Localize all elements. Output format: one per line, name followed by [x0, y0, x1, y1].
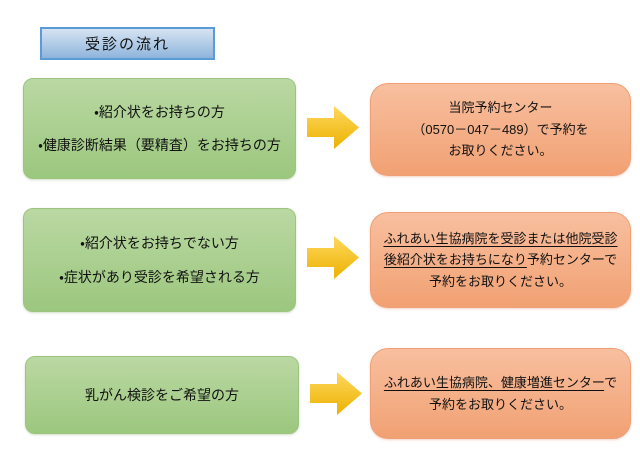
right-arrow-icon — [307, 104, 359, 151]
result-text-segment: 後紹介状をお持ちになり — [383, 252, 527, 268]
result-text-segment: 当院予約センター — [448, 100, 553, 116]
result-line: 予約をお取りください。 — [429, 271, 572, 293]
condition-line: ・紹介状をお持ちでない方 — [80, 235, 239, 251]
condition-box-breast-cancer-screening: 乳がん検診をご希望の方 — [25, 356, 299, 434]
result-line: 当院予約センター — [448, 97, 552, 119]
page-title: 受診の流れ — [40, 27, 215, 60]
condition-line: 乳がん検診をご希望の方 — [85, 387, 239, 403]
result-line: ふれあい生協病院、健康増進センターで — [384, 372, 617, 394]
result-text-segment: 予約センターで — [526, 252, 618, 268]
result-text-segment: ふれあい生協病院を受診または他院受診 — [383, 230, 618, 246]
result-text-segment: （0570－047－489）で予約を — [412, 121, 589, 137]
result-text-segment: お取りください。 — [448, 143, 553, 159]
condition-box-no-referral: ・紹介状をお持ちでない方 ・症状があり受診を希望される方 — [23, 208, 296, 312]
result-text-segment: ふれあい生協病院、健康増進センター — [383, 375, 605, 390]
result-line: 予約をお取りください。 — [429, 394, 572, 416]
right-arrow-icon — [307, 234, 359, 281]
condition-line: ・健康診断結果（要精査）をお持ちの方 — [38, 137, 281, 153]
result-line: （0570－047－489）で予約を — [412, 119, 588, 141]
result-line: ふれあい生協病院を受診または他院受診 — [383, 228, 617, 250]
page-title-text: 受診の流れ — [84, 36, 170, 53]
result-box-health-center: ふれあい生協病院、健康増進センターで 予約をお取りください。 — [370, 348, 631, 439]
condition-line: ・紹介状をお持ちの方 — [94, 104, 225, 120]
result-line: お取りください。 — [448, 140, 552, 162]
right-arrow-icon — [310, 370, 362, 417]
result-box-call-center: 当院予約センター （0570－047－489）で予約を お取りください。 — [370, 83, 631, 176]
result-box-visit-first: ふれあい生協病院を受診または他院受診 後紹介状をお持ちになり予約センターで 予約… — [370, 212, 631, 308]
result-text-segment: で — [604, 375, 618, 390]
condition-line: ・症状があり受診を希望される方 — [59, 269, 260, 285]
result-text-segment: 予約をお取りください。 — [428, 273, 572, 289]
result-text-segment: 予約をお取りください。 — [428, 396, 572, 412]
condition-box-referral: ・紹介状をお持ちの方 ・健康診断結果（要精査）をお持ちの方 — [23, 78, 296, 179]
result-line: 後紹介状をお持ちになり予約センターで — [384, 249, 617, 271]
